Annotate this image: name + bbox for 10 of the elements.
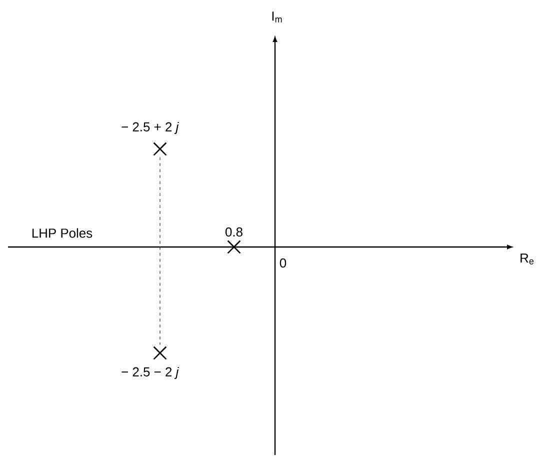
axis-label: R$_{e}$ [520,254,534,264]
pole-label: − 2.5 − 2 j [122,366,179,380]
pole-label: − 2.5 + 2 j [122,122,179,134]
pole-marker [227,240,241,254]
axis-label: I$_{m}$ [272,12,282,22]
pole-marker [153,142,167,156]
region-label: LHP Poles [32,228,92,238]
origin-label: 0 [280,258,286,268]
pole-marker [153,346,167,360]
pole-label: 0.8 [226,227,242,237]
